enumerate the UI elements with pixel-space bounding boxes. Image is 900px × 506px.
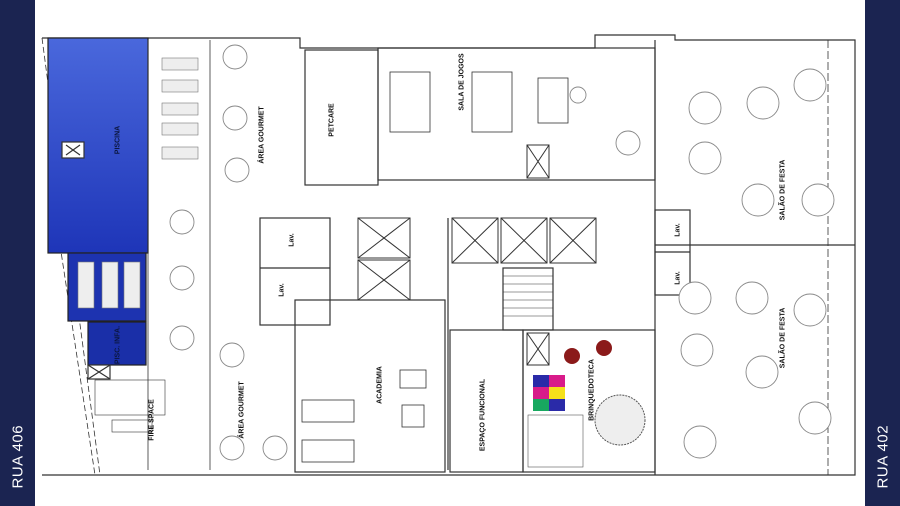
room-label-area-gourmet-top: ÁREA GOURMET bbox=[258, 106, 266, 164]
table bbox=[262, 435, 288, 461]
table bbox=[680, 333, 714, 367]
table bbox=[224, 157, 250, 183]
room-label-piscina: PISCINA bbox=[114, 125, 122, 155]
table bbox=[735, 281, 769, 315]
room-label-pisc-infa: PISC. INFA. bbox=[114, 325, 122, 365]
room-label-lav-3: Lav. bbox=[674, 223, 682, 237]
street-bar-right: RUA 402 bbox=[865, 0, 900, 506]
table bbox=[615, 130, 641, 156]
table bbox=[793, 68, 827, 102]
table bbox=[169, 209, 195, 235]
room-label-lav-2: Lav. bbox=[278, 283, 286, 297]
spa-lounger bbox=[123, 261, 141, 309]
table bbox=[793, 293, 827, 327]
table bbox=[169, 325, 195, 351]
table bbox=[219, 435, 245, 461]
table bbox=[746, 86, 780, 120]
room-label-area-gourmet-bottom: ÁREA GOURMET bbox=[238, 381, 246, 439]
table bbox=[741, 183, 775, 217]
sun-lounger bbox=[161, 79, 199, 93]
street-bar-left: RUA 406 bbox=[0, 0, 35, 506]
room-label-espaco-funcional: ESPAÇO FUNCIONAL bbox=[479, 378, 487, 452]
table bbox=[745, 355, 779, 389]
table bbox=[219, 342, 245, 368]
spa-lounger bbox=[77, 261, 95, 309]
kids-pool bbox=[87, 321, 147, 366]
room-label-academia: ACADEMIA bbox=[376, 366, 384, 404]
room-label-fire-space: FIRE SPACE bbox=[148, 399, 156, 441]
room-label-sala-de-jogos: SALA DE JOGOS bbox=[458, 53, 466, 111]
table bbox=[222, 105, 248, 131]
toy-area bbox=[527, 340, 646, 468]
outer-wall bbox=[42, 34, 856, 476]
table bbox=[683, 425, 717, 459]
table bbox=[688, 91, 722, 125]
table bbox=[688, 141, 722, 175]
sun-lounger bbox=[161, 122, 199, 136]
room-label-lav-4: Lav. bbox=[674, 271, 682, 285]
table bbox=[798, 401, 832, 435]
room-label-petcare: PETCARE bbox=[328, 103, 336, 137]
room-label-brinquedoteca: BRINQUEDOTECA bbox=[588, 359, 596, 421]
sun-lounger bbox=[161, 57, 199, 71]
table bbox=[801, 183, 835, 217]
room-label-salao-festa-top: SALÃO DE FESTA bbox=[779, 159, 787, 221]
table bbox=[569, 86, 587, 104]
table bbox=[678, 281, 712, 315]
table bbox=[169, 265, 195, 291]
sun-lounger bbox=[161, 146, 199, 160]
table bbox=[222, 44, 248, 70]
sun-lounger bbox=[161, 102, 199, 116]
room-label-lav-1: Lav. bbox=[288, 233, 296, 247]
room-label-salao-festa-bottom: SALÃO DE FESTA bbox=[779, 307, 787, 369]
spa-lounger bbox=[101, 261, 119, 309]
